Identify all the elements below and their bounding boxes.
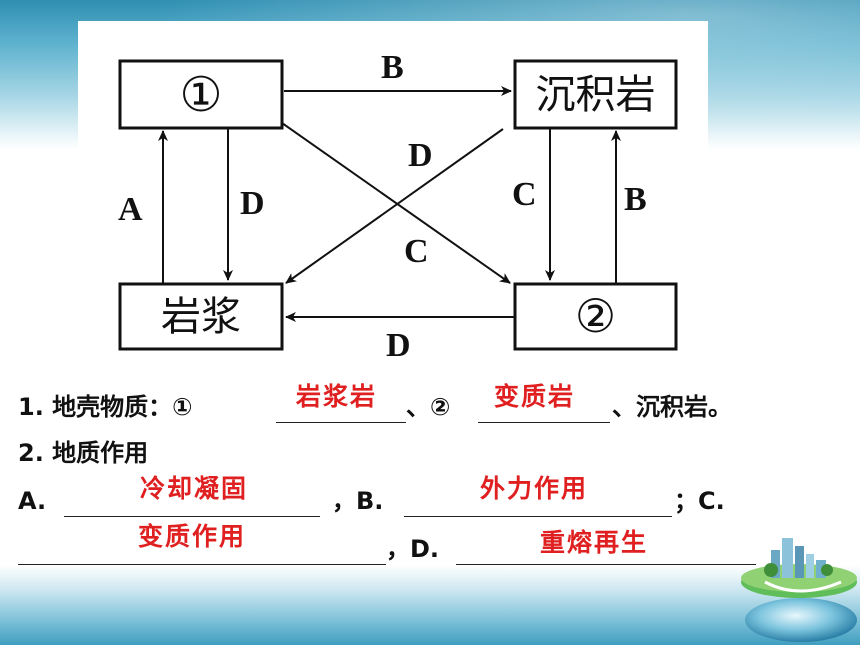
q2-c-label: ；C. [674, 487, 725, 515]
q2-b-label: ，B. [332, 487, 384, 515]
edge-label-top-b: B [381, 49, 404, 86]
edge-label-cross-c: C [404, 233, 429, 270]
q2-answer-c: 变质作用 [138, 522, 247, 551]
node2-label: ② [574, 289, 617, 343]
globe-city-icon [741, 538, 857, 642]
q2-blank-b [404, 486, 672, 517]
rock-cycle-diagram: ① 沉积岩 岩浆 ② B D A D C B C D [78, 21, 708, 371]
q2-blank-a [64, 486, 320, 517]
arrow-cross-c [281, 122, 511, 284]
q1-answer-2: 变质岩 [494, 382, 576, 411]
q1-prefix: 1. 地壳物质：① [18, 393, 193, 421]
arrow-cross-d [285, 128, 504, 284]
q1-suffix: 、沉积岩。 [612, 393, 732, 421]
node2-box [513, 282, 678, 351]
q2-blank-c [18, 534, 386, 565]
magma-box [118, 282, 284, 351]
q1-blank-2 [478, 392, 610, 423]
footer-gradient [0, 565, 860, 645]
q1-sep: 、② [406, 393, 451, 421]
q2-title: 2. 地质作用 [18, 439, 149, 467]
edge-label-bottom-d: D [386, 327, 411, 364]
q2-a-label: A. [18, 487, 47, 515]
magma-label: 岩浆 [161, 294, 241, 340]
edge-label-right-c: C [512, 176, 537, 213]
q2-answer-a: 冷却凝固 [140, 474, 249, 503]
edge-label-right-b: B [624, 181, 647, 218]
edge-label-left-d: D [240, 185, 265, 222]
q1-blank-1 [276, 392, 406, 423]
sedimentary-label: 沉积岩 [535, 72, 656, 118]
node1-box [118, 59, 284, 130]
sedimentary-box [513, 59, 678, 130]
q1-answer-1: 岩浆岩 [296, 382, 378, 411]
diagram-canvas [118, 59, 678, 351]
q2-answer-d: 重熔再生 [540, 528, 649, 557]
edge-label-cross-d: D [408, 137, 433, 174]
q2-d-label: ，D. [386, 535, 440, 563]
q2-blank-d [456, 534, 756, 565]
q2-answer-b: 外力作用 [480, 474, 589, 503]
edge-label-left-a: A [118, 191, 143, 228]
node1-label: ① [179, 67, 223, 123]
